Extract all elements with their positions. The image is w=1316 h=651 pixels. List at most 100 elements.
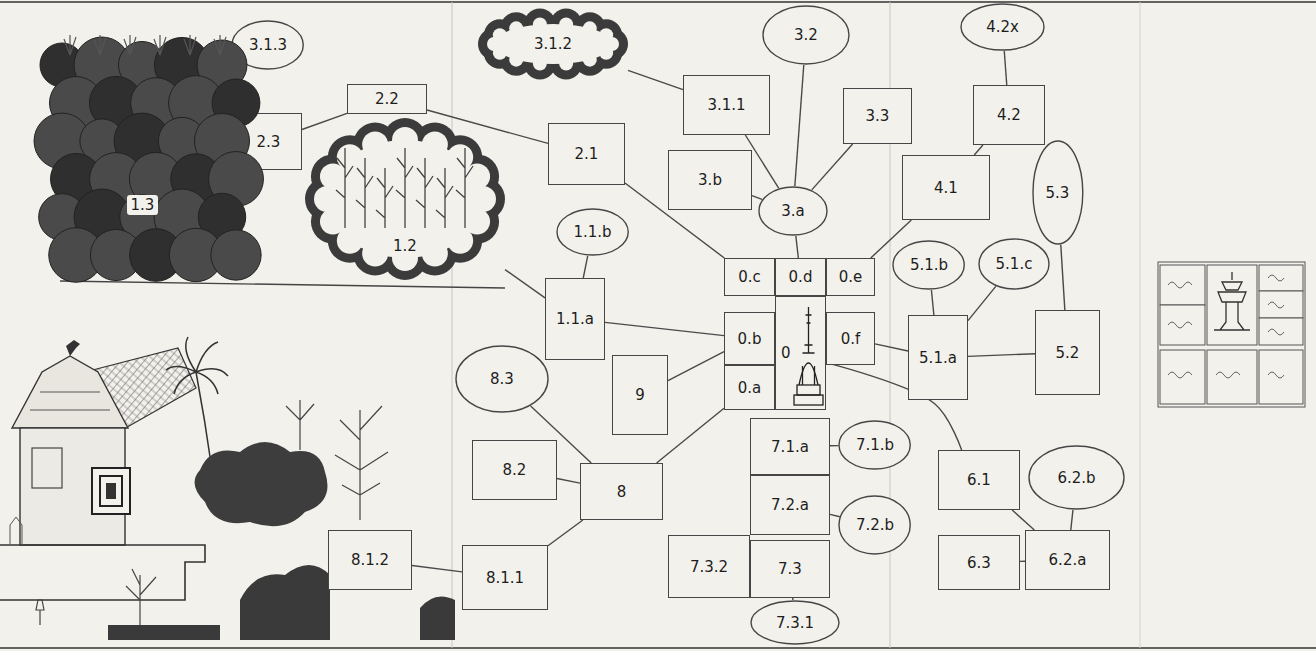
connector-line xyxy=(968,354,1035,357)
text-oval: 5.1.c xyxy=(978,238,1050,290)
cloud-region: 3.1.2 xyxy=(478,8,628,80)
text-box: 6.2.a xyxy=(1025,530,1110,590)
node-number: 2.1 xyxy=(575,145,599,163)
text-box: 0 xyxy=(775,296,826,410)
text-box: 7.3 xyxy=(750,540,830,598)
tree-region: 1.3 xyxy=(40,35,245,280)
node-number: 0.c xyxy=(738,268,761,286)
text-oval: 6.2.b xyxy=(1028,445,1125,510)
text-box: 1.1.a xyxy=(545,278,605,360)
text-box: 2.2 xyxy=(347,84,427,114)
node-number: 3.1.2 xyxy=(530,34,576,54)
node-number: 7.1.b xyxy=(856,436,894,454)
connector-line xyxy=(505,270,545,298)
node-number: 1.1.b xyxy=(573,223,611,241)
connector-line xyxy=(830,514,840,516)
node-number: 3.a xyxy=(781,202,805,220)
connector-line xyxy=(557,479,580,484)
text-box: 2.1 xyxy=(548,123,625,185)
node-number: 7.2.b xyxy=(856,516,894,534)
connector-line xyxy=(605,322,724,335)
text-oval: 5.3 xyxy=(1032,140,1084,245)
node-number: 3.b xyxy=(698,171,722,189)
text-oval: 8.3 xyxy=(455,345,549,413)
text-box: 0.d xyxy=(775,258,826,296)
node-number: 1.3 xyxy=(127,195,159,215)
text-box: 9 xyxy=(612,355,668,435)
text-oval: 1.1.b xyxy=(556,208,629,256)
text-box: 3.1.1 xyxy=(683,75,770,135)
node-number: 8.2 xyxy=(503,461,527,479)
text-box: 4.2 xyxy=(973,85,1045,145)
node-number: 5.1.a xyxy=(919,349,957,367)
node-number: 7.3.2 xyxy=(690,558,728,576)
node-number: 2.2 xyxy=(375,90,399,108)
connector-line xyxy=(795,65,804,186)
node-number: 7.2.a xyxy=(771,496,809,514)
text-oval: 3.a xyxy=(758,186,828,236)
node-number: 8 xyxy=(617,483,627,501)
text-box: 6.3 xyxy=(938,535,1020,590)
text-box: 0.e xyxy=(826,258,875,296)
text-box: 0.a xyxy=(724,365,775,410)
text-oval: 7.2.b xyxy=(838,495,911,555)
connector-line xyxy=(548,520,583,546)
text-box: 0.c xyxy=(724,258,775,296)
text-box: 3.b xyxy=(668,150,752,210)
connector-line xyxy=(875,344,908,351)
node-number: 6.3 xyxy=(967,554,991,572)
node-number: 5.3 xyxy=(1046,184,1070,202)
node-number: 7.1.a xyxy=(771,438,809,456)
text-oval: 7.3.1 xyxy=(750,600,840,645)
node-number: 3.2 xyxy=(794,26,818,44)
connector-line xyxy=(668,352,724,381)
node-number: 6.1 xyxy=(967,471,991,489)
node-number: 0.e xyxy=(839,268,863,286)
connector-line xyxy=(412,565,462,571)
text-box: 8 xyxy=(580,463,663,520)
node-number: 9 xyxy=(635,386,645,404)
connector-line xyxy=(792,598,794,600)
text-box: 0.b xyxy=(724,312,775,365)
text-box: 5.2 xyxy=(1035,310,1100,395)
node-number: 1.1.a xyxy=(556,310,594,328)
palm-tree-drawing xyxy=(166,337,228,470)
node-number: 3.1.3 xyxy=(249,36,287,54)
text-box: 7.3.2 xyxy=(668,535,750,598)
ground-line xyxy=(60,281,505,288)
node-number: 2.3 xyxy=(257,133,281,151)
text-box: 4.1 xyxy=(902,155,990,220)
node-number: 5.2 xyxy=(1056,344,1080,362)
node-number: 8.1.2 xyxy=(351,551,389,569)
node-number: 8.3 xyxy=(490,370,514,388)
connector-line xyxy=(1004,51,1007,85)
connector-line xyxy=(628,70,683,89)
connector-line xyxy=(583,256,587,278)
connector-line xyxy=(796,236,799,258)
text-box: 5.1.a xyxy=(908,315,968,400)
node-number: 5.1.c xyxy=(996,255,1033,273)
node-number: 0.f xyxy=(841,330,861,348)
page-border xyxy=(0,647,1316,649)
page-fold xyxy=(452,2,453,648)
text-box: 3.3 xyxy=(843,88,912,144)
node-number: 4.2 xyxy=(997,106,1021,124)
connector-line xyxy=(968,286,996,320)
text-box: 6.1 xyxy=(938,450,1020,510)
node-number: 4.2x xyxy=(986,18,1019,36)
text-box: 7.2.a xyxy=(750,475,830,535)
node-number: 7.3.1 xyxy=(776,614,814,632)
node-number: 0.b xyxy=(738,330,762,348)
connector-line xyxy=(1012,510,1034,530)
node-number: 0.a xyxy=(738,379,762,397)
grove-region: 1.2 xyxy=(305,118,505,280)
text-oval: 4.2x xyxy=(960,3,1045,51)
text-oval: 7.1.b xyxy=(838,420,911,470)
inset-plan xyxy=(1158,262,1305,407)
node-number: 4.1 xyxy=(934,179,958,197)
house-drawing xyxy=(0,340,205,600)
node-number: 3.1.1 xyxy=(707,96,745,114)
connector-line xyxy=(752,196,762,200)
connector-line xyxy=(1071,510,1073,530)
connector-line xyxy=(974,145,983,155)
